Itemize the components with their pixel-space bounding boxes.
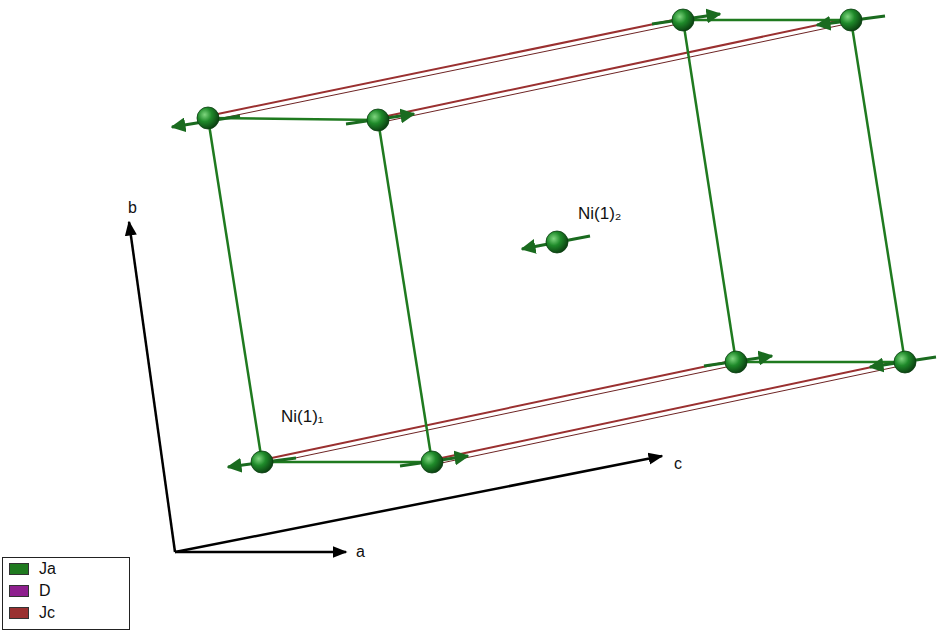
ja-bond: [683, 20, 736, 362]
legend-text: Ja: [39, 560, 56, 578]
axis-a: [175, 551, 346, 554]
jc-bond: [378, 23, 851, 123]
axes: [129, 222, 662, 552]
legend-text: D: [39, 582, 51, 600]
ja-bond: [683, 19, 851, 22]
axis-b: [129, 222, 175, 552]
axis-label: a: [356, 544, 365, 560]
ni-atom: [894, 351, 916, 373]
ni-atom: [672, 9, 694, 31]
axis-c: [175, 456, 662, 552]
legend-entry: D: [3, 580, 129, 602]
legend-entry: Jc: [3, 602, 129, 624]
jc-bond: [432, 365, 905, 465]
ja-bond: [262, 461, 432, 464]
ni-atom: [725, 351, 747, 373]
ja-bond: [378, 120, 432, 462]
atom-label: Ni(1)₂: [578, 205, 621, 222]
axis-label: c: [674, 456, 682, 472]
legend-entry: Ja: [3, 558, 129, 580]
jc-bonds: [208, 18, 905, 465]
atom-label: Ni(1)₁: [281, 408, 324, 425]
legend-text: Jc: [39, 604, 55, 622]
legend-box: JaD Jc: [2, 557, 130, 630]
spin-arrows: [172, 14, 936, 467]
jc-bond: [262, 365, 736, 465]
ni-atom: [367, 109, 389, 131]
legend-swatch: [9, 607, 29, 619]
legend-swatch: [9, 563, 29, 575]
legend-swatch: [9, 585, 29, 597]
ni-atom: [197, 107, 219, 129]
axis-label: b: [128, 200, 137, 216]
ja-bond: [736, 361, 905, 364]
ja-bonds: [208, 20, 905, 462]
ja-bond: [851, 20, 905, 362]
ni-atoms: [197, 9, 916, 473]
jc-bond: [378, 18, 851, 118]
ni-atom: [251, 451, 273, 473]
ja-bond: [208, 118, 262, 462]
ni-atom: [421, 451, 443, 473]
ni-atom: [840, 9, 862, 31]
jc-bond: [208, 23, 683, 121]
ni-atom: [546, 231, 568, 253]
jc-bond: [208, 18, 683, 116]
jc-bond: [432, 360, 905, 460]
